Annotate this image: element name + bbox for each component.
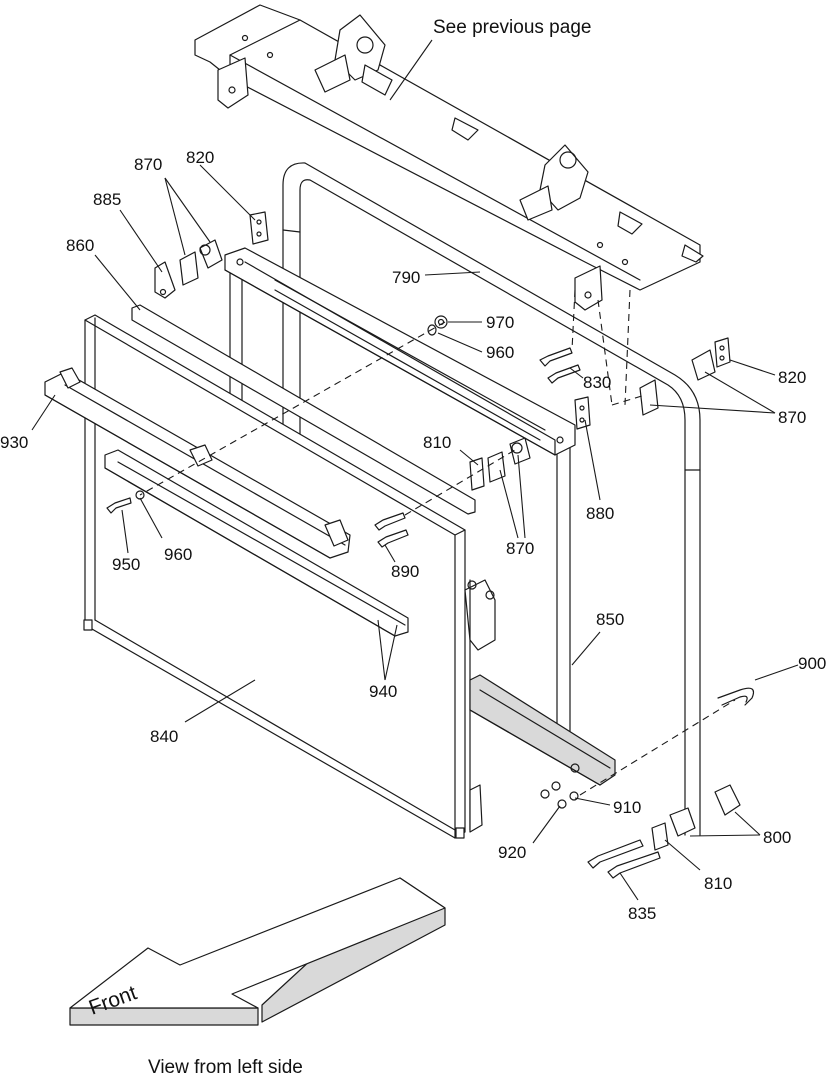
part-callout: 810	[423, 433, 451, 452]
part-callout: 880	[586, 504, 614, 523]
view-caption: View from left side	[148, 1057, 303, 1078]
part-callout: 860	[66, 236, 94, 255]
part-callout: 830	[583, 373, 611, 392]
part-callout: 930	[0, 433, 28, 452]
part-callout: 950	[112, 555, 140, 574]
part-callout: 820	[186, 148, 214, 167]
part-callout: 920	[498, 843, 526, 862]
leader-lines	[31, 39, 799, 901]
top-channel-rail	[224, 211, 591, 456]
part-callout: 910	[613, 798, 641, 817]
tube-frame-790	[282, 162, 701, 836]
rail-930	[44, 367, 351, 559]
part-callout: 940	[369, 682, 397, 701]
rubber-strip-860	[131, 304, 476, 515]
part-callout: 900	[798, 654, 826, 673]
part-callout: 870	[506, 539, 534, 558]
part-callout: 885	[93, 190, 121, 209]
part-callout: 840	[150, 727, 178, 746]
part-callout: 835	[628, 904, 656, 923]
part-callout: 890	[391, 562, 419, 581]
front-direction-arrow-icon: Front	[69, 877, 446, 1026]
part-callout: 820	[778, 368, 806, 387]
part-callout: 800	[763, 828, 791, 847]
part-callouts: 870 820 885 860 790 970 960 820 830 870 …	[0, 148, 826, 923]
clamps	[154, 239, 755, 851]
part-callout: 850	[596, 610, 624, 629]
part-callout: 960	[486, 343, 514, 362]
see-previous-page-note: See previous page	[433, 17, 591, 38]
part-callout: 960	[164, 545, 192, 564]
strip-940	[104, 449, 409, 637]
part-callout: 870	[134, 155, 162, 174]
top-bracket-assembly	[194, 4, 704, 311]
part-callout: 810	[704, 874, 732, 893]
bottom-rail-assembly	[464, 579, 616, 833]
part-callout: 870	[778, 408, 806, 427]
part-callout: 970	[486, 313, 514, 332]
assembly-lines	[139, 289, 736, 796]
part-callout: 790	[392, 268, 420, 287]
